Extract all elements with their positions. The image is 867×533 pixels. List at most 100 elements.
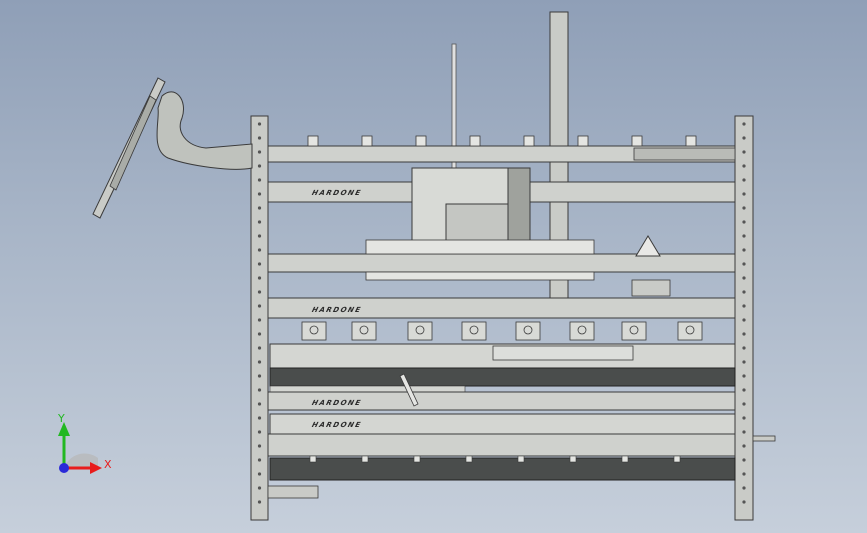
post-hole bbox=[742, 220, 746, 224]
comb-strip[interactable] bbox=[365, 239, 595, 255]
post-hole bbox=[257, 262, 262, 266]
bolt-head bbox=[577, 135, 589, 147]
post-hole bbox=[257, 304, 262, 308]
triad-axes-icon bbox=[58, 422, 102, 474]
post-hole bbox=[742, 430, 746, 434]
clamp-gear-icon bbox=[629, 325, 639, 335]
clamp-module bbox=[351, 321, 377, 341]
post-hole bbox=[257, 290, 262, 294]
rail-4[interactable] bbox=[267, 297, 736, 319]
drive-column[interactable] bbox=[507, 167, 531, 247]
post-hole bbox=[257, 402, 262, 406]
bolt-head bbox=[307, 135, 319, 147]
post-hole bbox=[742, 290, 746, 294]
post-hole bbox=[742, 346, 746, 350]
post-hole bbox=[257, 416, 262, 420]
clamp-gear-icon bbox=[415, 325, 425, 335]
post-hole bbox=[257, 430, 262, 434]
bolt-head-small bbox=[465, 455, 473, 463]
post-hole bbox=[257, 234, 262, 238]
comb-strip-lower[interactable] bbox=[365, 271, 595, 281]
bolt-head-small bbox=[569, 455, 577, 463]
post-hole bbox=[257, 206, 262, 210]
clamp-gear-icon bbox=[469, 325, 479, 335]
bolt-head-small bbox=[517, 455, 525, 463]
folding-arm-panel-edge[interactable] bbox=[109, 95, 157, 191]
folding-arm[interactable] bbox=[156, 91, 253, 170]
brand-label-rail-2: HARDONE bbox=[310, 189, 363, 197]
post-hole bbox=[742, 178, 746, 182]
dark-belt-2[interactable] bbox=[269, 457, 736, 481]
post-hole bbox=[257, 374, 262, 378]
clamp-gear-icon bbox=[523, 325, 533, 335]
clamp-module bbox=[461, 321, 487, 341]
post-hole bbox=[742, 458, 746, 462]
post-hole bbox=[257, 458, 262, 462]
belt-highlight[interactable] bbox=[269, 385, 466, 393]
foot-bracket-left[interactable] bbox=[267, 485, 319, 499]
post-hole bbox=[742, 304, 746, 308]
warning-triangle-icon bbox=[635, 235, 661, 257]
post-hole bbox=[257, 360, 262, 364]
bolt-head-small bbox=[413, 455, 421, 463]
post-holes bbox=[257, 122, 746, 504]
bolt-head bbox=[631, 135, 643, 147]
post-hole bbox=[742, 122, 746, 126]
post-hole bbox=[257, 332, 262, 336]
post-hole bbox=[742, 472, 746, 476]
rail-3[interactable] bbox=[267, 253, 736, 273]
bolt-head bbox=[469, 135, 481, 147]
post-hole bbox=[257, 136, 262, 140]
brand-label-rail-4: HARDONE bbox=[310, 306, 363, 314]
bolt-head-small bbox=[361, 455, 369, 463]
post-hole bbox=[742, 416, 746, 420]
post-hole bbox=[742, 486, 746, 490]
right-clamp[interactable] bbox=[631, 279, 671, 297]
post-hole bbox=[257, 472, 262, 476]
post-hole bbox=[257, 444, 262, 448]
bolt-head-small bbox=[309, 455, 317, 463]
post-hole bbox=[257, 486, 262, 490]
clamp-module bbox=[515, 321, 541, 341]
clamp-gear-icon bbox=[685, 325, 695, 335]
bolt-head bbox=[415, 135, 427, 147]
post-hole bbox=[257, 276, 262, 280]
rail-7[interactable] bbox=[267, 433, 736, 457]
bolt-head-small bbox=[621, 455, 629, 463]
post-hole bbox=[742, 402, 746, 406]
dark-belt-1[interactable] bbox=[269, 367, 736, 387]
post-hole bbox=[742, 360, 746, 364]
side-plate-inset[interactable] bbox=[492, 345, 634, 361]
post-hole bbox=[742, 388, 746, 392]
shaft-stub-right[interactable] bbox=[752, 435, 776, 442]
post-hole bbox=[742, 374, 746, 378]
post-hole bbox=[257, 178, 262, 182]
x-axis-label: X bbox=[104, 458, 112, 471]
bolt-row bbox=[307, 135, 697, 147]
post-hole bbox=[742, 318, 746, 322]
orientation-triad[interactable]: Y X bbox=[40, 412, 120, 482]
post-hole bbox=[257, 318, 262, 322]
post-hole bbox=[742, 332, 746, 336]
post-hole bbox=[257, 346, 262, 350]
post-hole bbox=[742, 164, 746, 168]
clamp-row bbox=[301, 321, 703, 341]
post-hole bbox=[257, 248, 262, 252]
post-hole bbox=[257, 150, 262, 154]
post-hole bbox=[742, 150, 746, 154]
post-hole bbox=[257, 220, 262, 224]
bolt-head bbox=[361, 135, 373, 147]
top-rail-extension[interactable] bbox=[633, 147, 736, 161]
clamp-gear-icon bbox=[577, 325, 587, 335]
post-hole bbox=[742, 262, 746, 266]
post-hole bbox=[742, 192, 746, 196]
bolt-head bbox=[685, 135, 697, 147]
slanted-lever[interactable] bbox=[399, 373, 419, 407]
post-hole bbox=[257, 164, 262, 168]
post-hole bbox=[742, 276, 746, 280]
rail-5[interactable] bbox=[267, 391, 736, 411]
post-hole bbox=[742, 136, 746, 140]
clamp-module bbox=[621, 321, 647, 341]
